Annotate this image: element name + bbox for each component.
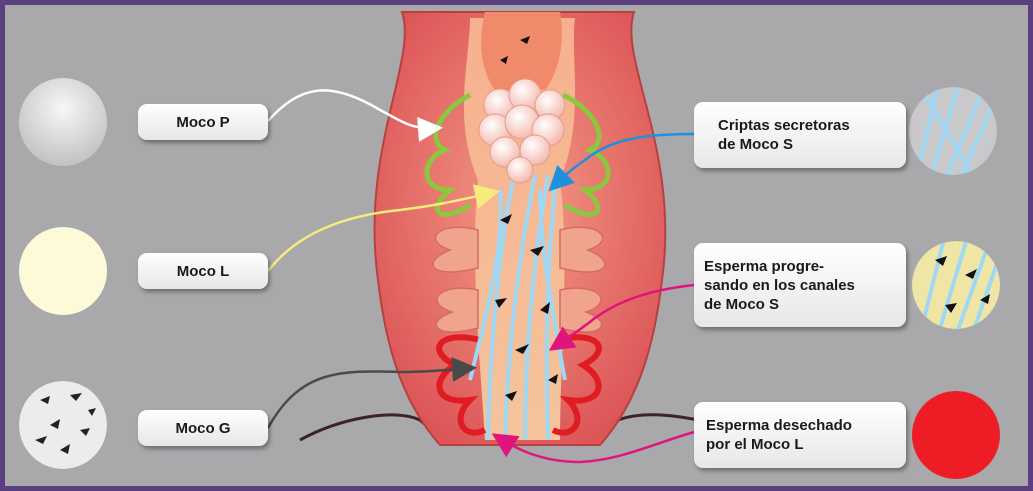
moco-s-swatch [909, 80, 997, 180]
discarded-sperm-swatch [912, 391, 1000, 479]
moco-g-label: Moco G [138, 410, 268, 446]
moco-l-swatch [19, 227, 107, 315]
moco-p-label: Moco P [138, 104, 268, 140]
moco-g-swatch [19, 381, 107, 469]
sperm-progressing-label: Esperma progre- sando en los canales de … [694, 243, 906, 327]
moco-g-top [481, 12, 562, 90]
sperm-discarded-label: Esperma desechado por el Moco L [694, 402, 906, 468]
sperm-in-moco-s-swatch [912, 235, 1000, 335]
moco-l-label: Moco L [138, 253, 268, 289]
secretory-crypts-label: Criptas secretoras de Moco S [694, 102, 906, 168]
moco-p-swatch [19, 78, 107, 166]
